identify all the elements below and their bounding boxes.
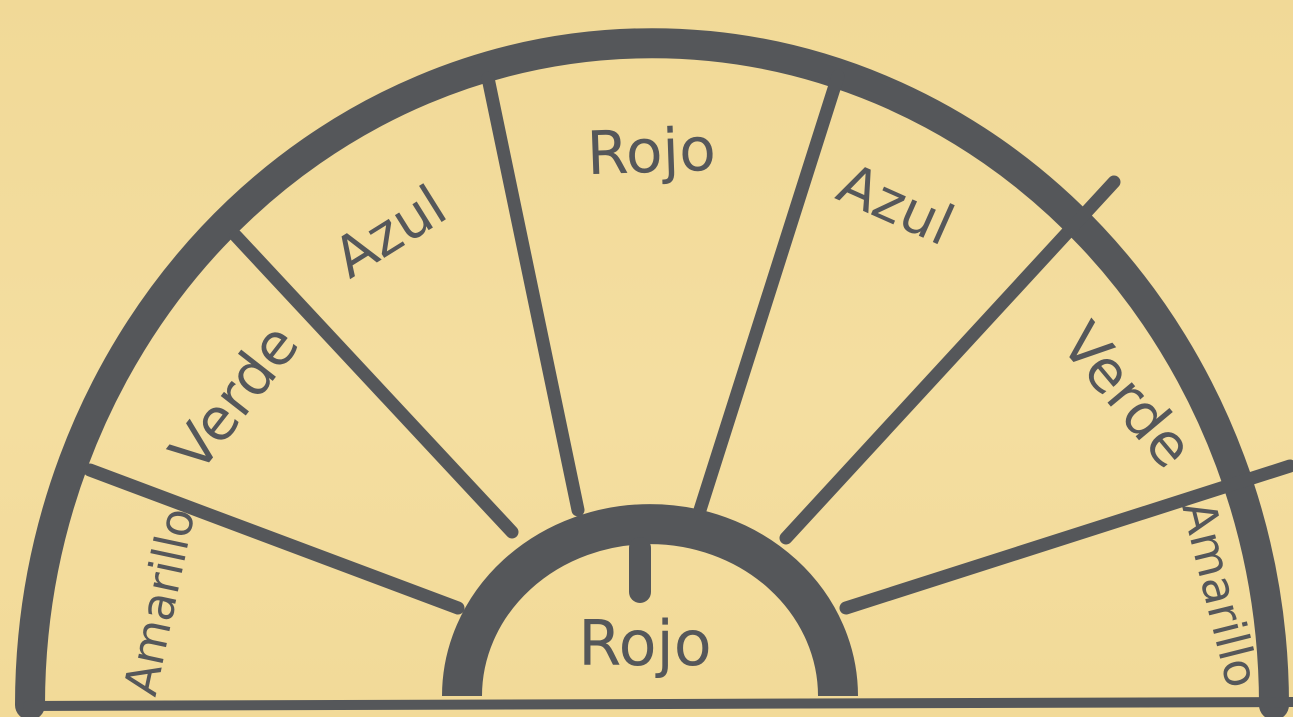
baseline [28, 702, 1293, 706]
spoke-3 [488, 78, 578, 510]
segment-label-azul-left: Azul [323, 173, 458, 291]
segment-label-azul-right: Azul [828, 151, 963, 259]
segment-label-rojo-top: Rojo [586, 115, 717, 189]
spoke-4 [700, 76, 838, 510]
segment-label-amarillo-left: Amarillo [113, 503, 205, 700]
segment-label-verde-left: Verde [156, 311, 312, 484]
center-label: Rojo [578, 607, 711, 680]
